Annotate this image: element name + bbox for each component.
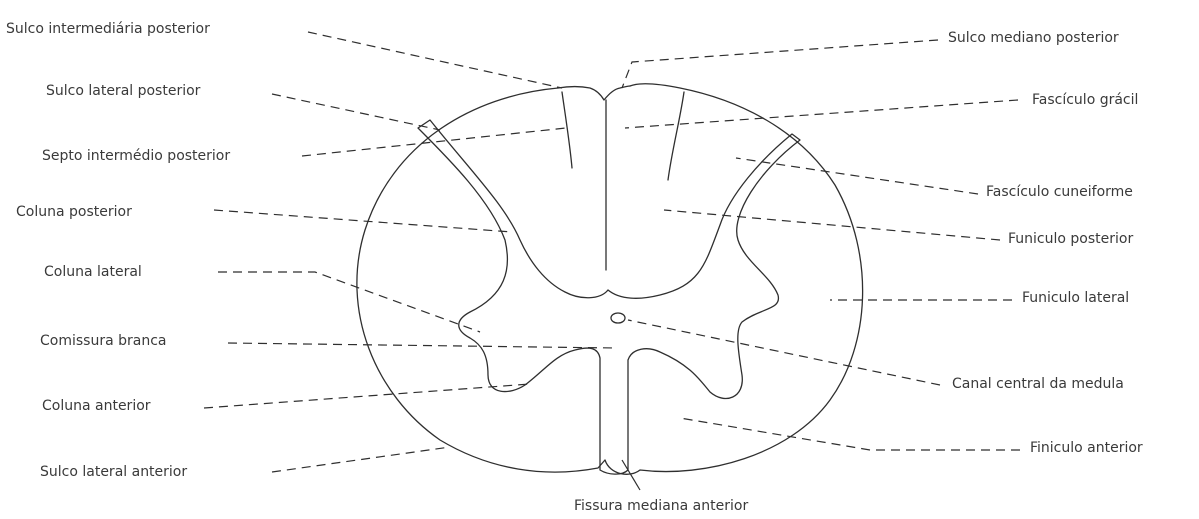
label-septo-intermedio-posterior: Septo intermédio posterior: [42, 148, 230, 164]
leader-sulco-lateral-posterior: [272, 94, 440, 130]
label-fissura-mediana-anterior: Fissura mediana anterior: [574, 498, 748, 514]
label-sulco-intermediario-posterior: Sulco intermediária posterior: [6, 21, 210, 37]
leader-sulco-lateral-anterior: [272, 447, 450, 472]
septum-left: [562, 92, 572, 168]
label-funiculo-lateral: Funiculo lateral: [1022, 290, 1129, 306]
leader-coluna-anterior: [204, 384, 530, 408]
leader-comissura-branca: [228, 343, 616, 348]
label-funiculo-posterior: Funiculo posterior: [1008, 231, 1133, 247]
central-canal: [611, 313, 625, 323]
grey-matter: [418, 120, 800, 474]
leader-funiculo-posterior: [664, 210, 1000, 240]
label-fasciculo-cuneiforme: Fascículo cuneiforme: [986, 184, 1133, 200]
leader-fasciculo-cuneiforme: [736, 158, 978, 194]
leader-sulco-intermediario-posterior: [308, 32, 562, 88]
label-fasciculo-gracil: Fascículo grácil: [1032, 92, 1138, 108]
label-canal-central: Canal central da medula: [952, 376, 1124, 392]
posterior-median-sulcus: [558, 86, 630, 100]
leader-canal-central: [628, 320, 940, 385]
label-coluna-lateral: Coluna lateral: [44, 264, 142, 280]
septum-right: [668, 92, 684, 180]
leader-coluna-lateral: [218, 272, 480, 332]
label-coluna-anterior: Coluna anterior: [42, 398, 151, 414]
leader-fissura-mediana-anterior: [622, 460, 640, 490]
leader-septo-intermedio-posterior: [302, 128, 566, 156]
label-sulco-lateral-anterior: Sulco lateral anterior: [40, 464, 187, 480]
label-sulco-lateral-posterior: Sulco lateral posterior: [46, 83, 200, 99]
leader-finiculo-anterior: [680, 418, 1020, 450]
label-comissura-branca: Comissura branca: [40, 333, 167, 349]
label-sulco-mediano-posterior: Sulco mediano posterior: [948, 30, 1119, 46]
leader-coluna-posterior: [214, 210, 512, 232]
label-finiculo-anterior: Finiculo anterior: [1030, 440, 1143, 456]
leader-fasciculo-gracil: [625, 100, 1018, 128]
leader-sulco-mediano-posterior: [622, 40, 938, 88]
label-coluna-posterior: Coluna posterior: [16, 204, 132, 220]
